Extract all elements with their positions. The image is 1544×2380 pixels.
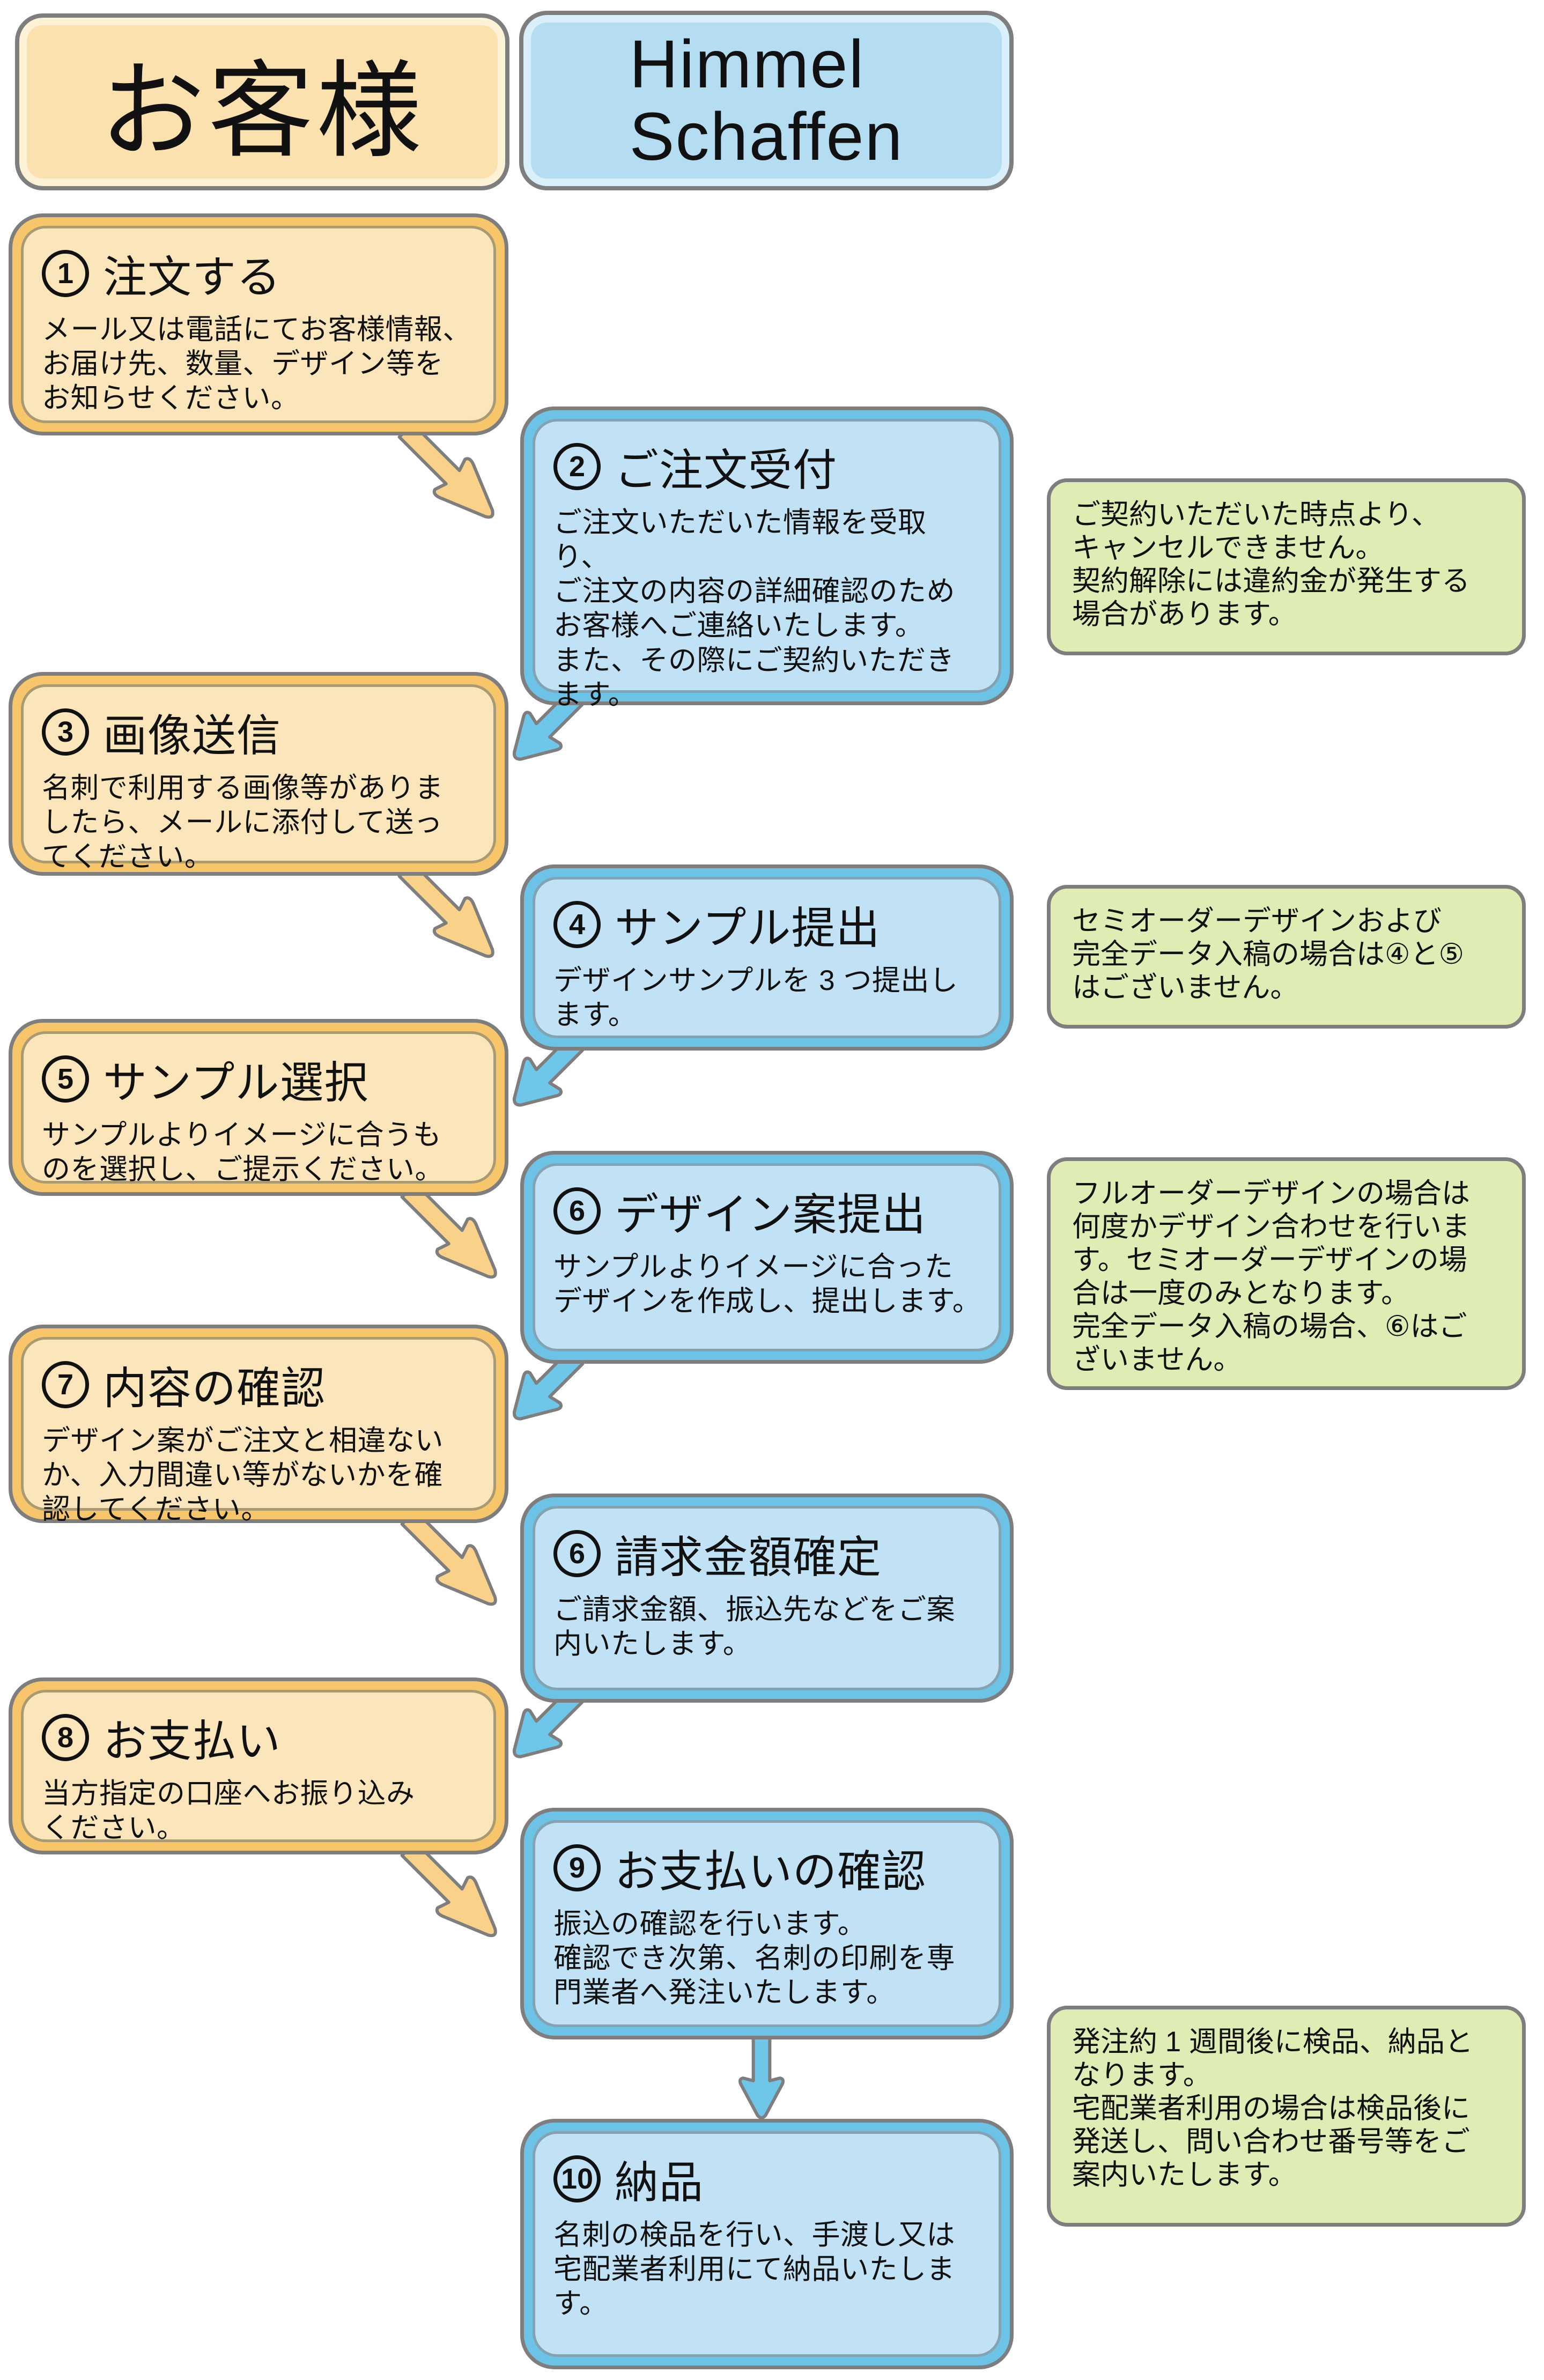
step-2-title-row: 2 ご注文受付 bbox=[553, 434, 982, 498]
step-10-panel: 10 納品 名刺の検品を行い、手渡し又は 宅配業者利用にて納品いたしま す。 bbox=[533, 2131, 1001, 2357]
step-10-number-badge: 10 bbox=[553, 2155, 601, 2202]
step-billing-title-row: 6 請求金額確定 bbox=[553, 1521, 982, 1585]
step-billing-title: 請求金額確定 bbox=[615, 1533, 882, 1582]
step-bubble-2-order-reception: 2 ご注文受付 ご注文いただいた情報を受取り、 ご注文の内容の詳細確認のため お… bbox=[520, 406, 1014, 711]
step-9-body: 振込の確認を行います。 確認でき次第、名刺の印刷を専 門業者へ発注いたします。 bbox=[553, 1908, 955, 2009]
step-7-panel: 7 内容の確認 デザイン案がご注文と相違ない か、入力間違い等がないかを確 認し… bbox=[21, 1337, 496, 1525]
step-5-number-badge: 5 bbox=[42, 1055, 89, 1103]
step-bubble-7-content-check: 7 内容の確認 デザイン案がご注文と相違ない か、入力間違い等がないかを確 認し… bbox=[9, 1325, 508, 1525]
arrow-billing-to-step8 bbox=[493, 1673, 597, 1777]
header-customer: お客様 bbox=[15, 13, 509, 190]
header-company: Himmel Schaffen bbox=[519, 11, 1014, 190]
step-6-title-row: 6 デザイン案提出 bbox=[553, 1179, 982, 1243]
step-9-panel: 9 お支払いの確認 振込の確認を行います。 確認でき次第、名刺の印刷を専 門業者… bbox=[533, 1820, 1001, 2027]
note-delivery-timing: 発注約 1 週間後に検品、納品と なります。 宅配業者利用の場合は検品後に 発送… bbox=[1047, 2006, 1526, 2227]
arrow-step5-to-step6 bbox=[387, 1169, 518, 1299]
step-9-number-badge: 9 bbox=[553, 1844, 601, 1891]
step-8-title: お支払い bbox=[103, 1717, 282, 1766]
header-company-label: Himmel Schaffen bbox=[629, 26, 904, 174]
step-2-title: ご注文受付 bbox=[615, 446, 838, 495]
step-10-title: 納品 bbox=[615, 2159, 704, 2207]
step-4-panel: 4 サンプル提出 デザインサンプルを 3 つ提出し ます。 bbox=[533, 877, 1001, 1038]
step-5-title: サンプル選択 bbox=[103, 1059, 369, 1107]
arrow-step7-to-billing bbox=[387, 1496, 518, 1627]
step-bubble-10-delivery: 10 納品 名刺の検品を行い、手渡し又は 宅配業者利用にて納品いたしま す。 bbox=[520, 2119, 1014, 2369]
step-5-panel: 5 サンプル選択 サンプルよりイメージに合うも のを選択し、ご提示ください。 bbox=[21, 1031, 496, 1186]
step-10-body: 名刺の検品を行い、手渡し又は 宅配業者利用にて納品いたしま す。 bbox=[553, 2219, 955, 2320]
step-6-title: デザイン案提出 bbox=[615, 1191, 927, 1239]
step-1-body: メール又は電話にてお客様情報、 お届け先、数量、デザイン等を お知らせください。 bbox=[42, 314, 471, 415]
step-4-body: デザインサンプルを 3 つ提出し ます。 bbox=[553, 965, 958, 1031]
note-semi-order-skip-steps: セミオーダーデザインおよび 完全データ入稿の場合は④と⑤ はございません。 bbox=[1047, 885, 1526, 1029]
step-billing-panel: 6 請求金額確定 ご請求金額、振込先などをご案 内いたします。 bbox=[533, 1506, 1001, 1690]
step-bubble-1-order: 1 注文する メール又は電話にてお客様情報、 お届け先、数量、デザイン等を お知… bbox=[9, 213, 508, 435]
step-bubble-5-sample-selection: 5 サンプル選択 サンプルよりイメージに合うも のを選択し、ご提示ください。 bbox=[9, 1019, 508, 1196]
step-6-panel: 6 デザイン案提出 サンプルよりイメージに合った デザインを作成し、提出します。 bbox=[533, 1163, 1001, 1351]
step-1-number-badge: 1 bbox=[42, 249, 89, 297]
step-8-body: 当方指定の口座へお振り込み ください。 bbox=[42, 1778, 415, 1844]
step-5-title-row: 5 サンプル選択 bbox=[42, 1047, 477, 1111]
step-billing-body: ご請求金額、振込先などをご案 内いたします。 bbox=[553, 1594, 955, 1660]
arrow-step1-to-step2 bbox=[384, 409, 515, 539]
step-3-title: 画像送信 bbox=[103, 712, 282, 760]
step-2-body: ご注文いただいた情報を受取り、 ご注文の内容の詳細確認のため お客様へご連絡いた… bbox=[553, 507, 955, 711]
step-8-number-badge: 8 bbox=[42, 1713, 89, 1761]
step-5-body: サンプルよりイメージに合うも のを選択し、ご提示ください。 bbox=[42, 1119, 444, 1186]
arrow-step4-to-step5 bbox=[493, 1022, 597, 1126]
step-4-title: サンプル提出 bbox=[615, 904, 881, 953]
step-1-title: 注文する bbox=[103, 253, 282, 302]
step-2-panel: 2 ご注文受付 ご注文いただいた情報を受取り、 ご注文の内容の詳細確認のため お… bbox=[533, 419, 1001, 711]
step-1-panel: 1 注文する メール又は電話にてお客様情報、 お届け先、数量、デザイン等を お知… bbox=[21, 226, 496, 423]
step-3-title-row: 3 画像送信 bbox=[42, 700, 477, 764]
step-7-body: デザイン案がご注文と相違ない か、入力間違い等がないかを確 認してください。 bbox=[42, 1425, 444, 1526]
arrow-step3-to-step4 bbox=[384, 848, 515, 979]
note-design-fitting-rules: フルオーダーデザインの場合は 何度かデザイン合わせを行いま す。セミオーダーデザ… bbox=[1047, 1157, 1526, 1390]
step-4-title-row: 4 サンプル提出 bbox=[553, 892, 982, 956]
step-bubble-8-payment: 8 お支払い 当方指定の口座へお振り込み ください。 bbox=[9, 1677, 508, 1854]
note-cancellation-policy: ご契約いただいた時点より、 キャンセルできません。 契約解除には違約金が発生する… bbox=[1047, 478, 1526, 655]
step-10-title-row: 10 納品 bbox=[553, 2147, 982, 2211]
arrow-step8-to-step9 bbox=[387, 1827, 518, 1958]
step-9-title: お支払いの確認 bbox=[615, 1847, 927, 1896]
step-bubble-3-image-sending: 3 画像送信 名刺で利用する画像等がありま したら、メールに添付して送っ てくだ… bbox=[9, 672, 508, 876]
step-1-title-row: 1 注文する bbox=[42, 241, 477, 305]
step-bubble-9-payment-confirmation: 9 お支払いの確認 振込の確認を行います。 確認でき次第、名刺の印刷を専 門業者… bbox=[520, 1808, 1014, 2039]
step-8-panel: 8 お支払い 当方指定の口座へお振り込み ください。 bbox=[21, 1690, 496, 1844]
step-bubble-6-design-draft: 6 デザイン案提出 サンプルよりイメージに合った デザインを作成し、提出します。 bbox=[520, 1151, 1014, 1364]
step-2-number-badge: 2 bbox=[553, 442, 601, 490]
arrow-step9-to-step10 bbox=[736, 2035, 787, 2120]
step-3-number-badge: 3 bbox=[42, 708, 89, 756]
step-bubble-billing-amount: 6 請求金額確定 ご請求金額、振込先などをご案 内いたします。 bbox=[520, 1494, 1014, 1703]
step-7-title: 内容の確認 bbox=[103, 1364, 326, 1413]
header-customer-label: お客様 bbox=[99, 52, 425, 170]
step-7-title-row: 7 内容の確認 bbox=[42, 1352, 477, 1416]
step-3-panel: 3 画像送信 名刺で利用する画像等がありま したら、メールに添付して送っ てくだ… bbox=[21, 684, 496, 873]
step-6-number-badge: 6 bbox=[553, 1187, 601, 1235]
step-4-number-badge: 4 bbox=[553, 900, 601, 948]
arrow-step2-to-step3 bbox=[493, 676, 597, 780]
step-7-number-badge: 7 bbox=[42, 1361, 89, 1408]
step-3-body: 名刺で利用する画像等がありま したら、メールに添付して送っ てください。 bbox=[42, 772, 444, 873]
step-6-body: サンプルよりイメージに合った デザインを作成し、提出します。 bbox=[553, 1251, 981, 1318]
arrow-step6-to-step7 bbox=[493, 1335, 597, 1439]
step-8-title-row: 8 お支払い bbox=[42, 1705, 477, 1769]
step-bubble-4-sample-submission: 4 サンプル提出 デザインサンプルを 3 つ提出し ます。 bbox=[520, 864, 1014, 1051]
step-9-title-row: 9 お支払いの確認 bbox=[553, 1836, 982, 1899]
step-billing-number-badge: 6 bbox=[553, 1529, 601, 1577]
